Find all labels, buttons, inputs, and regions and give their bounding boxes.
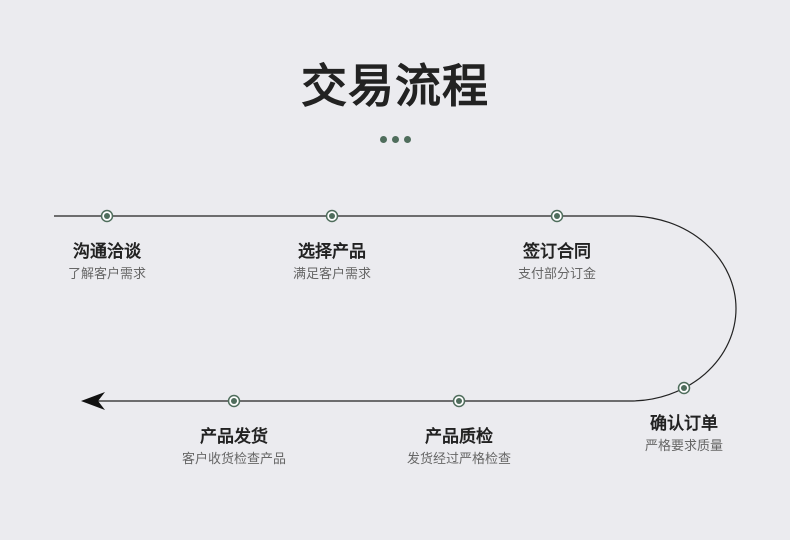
title-decoration [380, 136, 412, 146]
step-name: 确认订单 [650, 414, 718, 434]
decoration-dot [404, 136, 411, 143]
flow-path [54, 215, 737, 402]
step-desc: 客户收货检查产品 [181, 452, 286, 467]
step-quality-check: 产品质检 发货经过严格检查 [369, 426, 549, 470]
step-name: 选择产品 [298, 242, 366, 262]
step-desc: 满足客户需求 [292, 267, 371, 282]
step-shipping: 产品发货 客户收货检查产品 [144, 426, 324, 470]
decoration-dot [392, 136, 399, 143]
step-name: 产品质检 [425, 427, 493, 447]
step-sign-contract: 签订合同 支付部分订金 [467, 241, 647, 285]
step-desc: 发货经过严格检查 [406, 452, 511, 467]
step-name: 沟通洽谈 [73, 242, 141, 262]
step-desc: 支付部分订金 [517, 267, 596, 282]
node-marker [227, 394, 241, 408]
page-title: 交易流程 [301, 59, 489, 113]
node-marker [325, 209, 339, 223]
decoration-dot [380, 136, 387, 143]
step-name: 产品发货 [200, 427, 268, 447]
node-marker [100, 209, 114, 223]
node-marker [550, 209, 564, 223]
node-marker [452, 394, 466, 408]
flow-arrowhead [81, 392, 105, 410]
step-select-product: 选择产品 满足客户需求 [242, 241, 422, 285]
step-name: 签订合同 [523, 242, 591, 262]
step-desc: 严格要求质量 [644, 439, 723, 454]
node-marker [677, 381, 691, 395]
step-desc: 了解客户需求 [67, 267, 146, 282]
step-communication: 沟通洽谈 了解客户需求 [17, 241, 197, 285]
step-confirm-order: 确认订单 严格要求质量 [594, 413, 774, 457]
